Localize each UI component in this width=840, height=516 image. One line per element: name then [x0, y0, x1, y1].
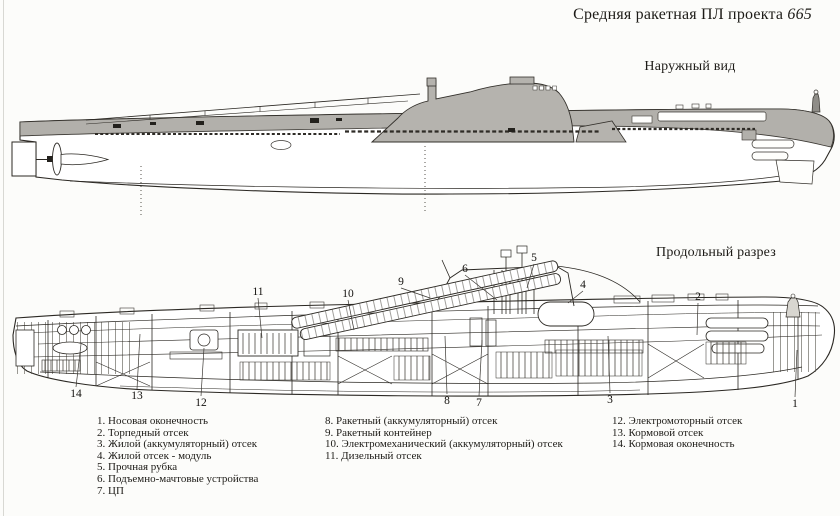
legend-item: 11. Дизельный отсек [325, 449, 422, 462]
callout-leader-line [567, 290, 584, 304]
callout-number: 14 [70, 388, 82, 400]
bilge-combs [239, 341, 747, 381]
legend-item: 13. Кормовой отсек [612, 426, 704, 439]
stern-tube-block [15, 329, 35, 367]
propeller-hub [47, 156, 55, 162]
callout-leader-line [526, 263, 535, 289]
sail-fairing-curve [555, 265, 641, 303]
bow-deck-fittings [675, 103, 712, 110]
callout-leader-line [464, 274, 498, 301]
callout-number: 11 [252, 286, 263, 298]
callout-leader-line [696, 302, 699, 336]
bow-mast [811, 93, 821, 113]
cross-braces [95, 343, 705, 387]
external-casing [19, 108, 834, 148]
bow-mast-tip [813, 89, 819, 95]
bow-small-box [741, 129, 757, 141]
callout-leader-line [136, 333, 141, 390]
deck-fittings [113, 118, 515, 132]
sail-top-box [509, 76, 535, 85]
hull-oval-marking [270, 140, 292, 150]
bow-hatch-panel [775, 159, 815, 185]
legend-item: 10. Электромеханический (аккумуляторный)… [325, 438, 563, 451]
callout-number: 13 [131, 390, 143, 402]
callout-leader-line [607, 335, 611, 394]
legend-item: 14. Кормовая оконечность [612, 438, 735, 451]
callout-number: 4 [580, 279, 586, 291]
motor-foundation [169, 351, 223, 360]
callout-number: 10 [342, 288, 354, 300]
callout-number: 1 [792, 398, 798, 410]
mast-head-1 [500, 249, 512, 258]
callout-leader-line [444, 335, 448, 395]
page-title-text: Средняя ракетная ПЛ проекта [573, 6, 784, 23]
flood-ports [95, 127, 755, 135]
legend-item: 1. Носовая оконечность [97, 415, 209, 427]
mast-head-2 [516, 245, 528, 254]
callout-number: 8 [444, 395, 450, 407]
callout-leader-line [75, 343, 82, 388]
callout-number: 9 [398, 276, 404, 288]
legend-item: 7. ЦП [97, 484, 124, 497]
callout-leader-line [400, 287, 431, 299]
callout-number: 5 [531, 252, 537, 264]
stern-rudder-box [11, 141, 37, 177]
missile-containers [291, 260, 561, 340]
section-bow-mast [785, 297, 801, 318]
control-room-consoles [469, 317, 497, 347]
bow-shutter-1 [751, 139, 795, 149]
callout-number: 2 [695, 291, 701, 303]
stern-portholes [57, 325, 91, 335]
living-module-capsule [537, 301, 595, 327]
electric-motor-rotor [197, 333, 211, 347]
page-title: Средняя ракетная ПЛ проекта 665 [500, 6, 812, 24]
callout-leader-line [257, 297, 263, 339]
callout-leader-line [200, 347, 205, 397]
project-number: 665 [787, 6, 812, 23]
legend-item: 8. Ракетный (аккумуляторный) отсек [325, 415, 498, 427]
external-view-label: Наружный вид [644, 59, 736, 74]
callout-leader-line [478, 339, 483, 397]
legend-item: 5. Прочная рубка [97, 461, 178, 474]
callout-leader-line [794, 349, 798, 398]
sail-windows [532, 85, 557, 91]
legend-item: 9. Ракетный контейнер [325, 426, 432, 439]
section-sail [433, 265, 575, 308]
legend-item: 12. Электромоторный отсек [612, 415, 743, 427]
callout-number: 12 [195, 397, 207, 409]
external-view-drawing [11, 76, 835, 216]
legend-item: 2. Торпедный отсек [97, 426, 189, 439]
battery-pit-aft [335, 337, 429, 352]
section-bow-mast-tip [790, 293, 796, 299]
deckhouse [657, 111, 767, 122]
propeller-blades [52, 142, 62, 176]
callout-number: 6 [462, 263, 468, 275]
draft-marks [140, 146, 426, 216]
section-view-label: Продольный разрез [656, 245, 776, 260]
legend-item: 3. Жилой (аккумуляторный) отсек [97, 438, 258, 451]
legend-item: 4. Жилой отсек - модуль [97, 449, 212, 462]
diesel-engine-cylinders [240, 333, 296, 354]
stern-comb [41, 359, 81, 372]
scan-edge-artifact [3, 0, 4, 516]
deckhouse-small [631, 115, 653, 124]
propeller-spinner [60, 153, 110, 166]
bow-framing [772, 312, 822, 372]
legend-item: 6. Подъемно-мачтовые устройства [97, 472, 259, 485]
section-view-drawing [12, 245, 836, 397]
callout-number: 7 [476, 397, 482, 409]
stern-oval [52, 341, 88, 355]
aft-fairing-lines [85, 93, 421, 125]
callout-number: 3 [607, 394, 613, 406]
callout-leader-line [347, 299, 355, 331]
electric-motor [189, 329, 219, 351]
bow-shutter-2 [751, 151, 789, 161]
periscope-head [426, 77, 437, 87]
